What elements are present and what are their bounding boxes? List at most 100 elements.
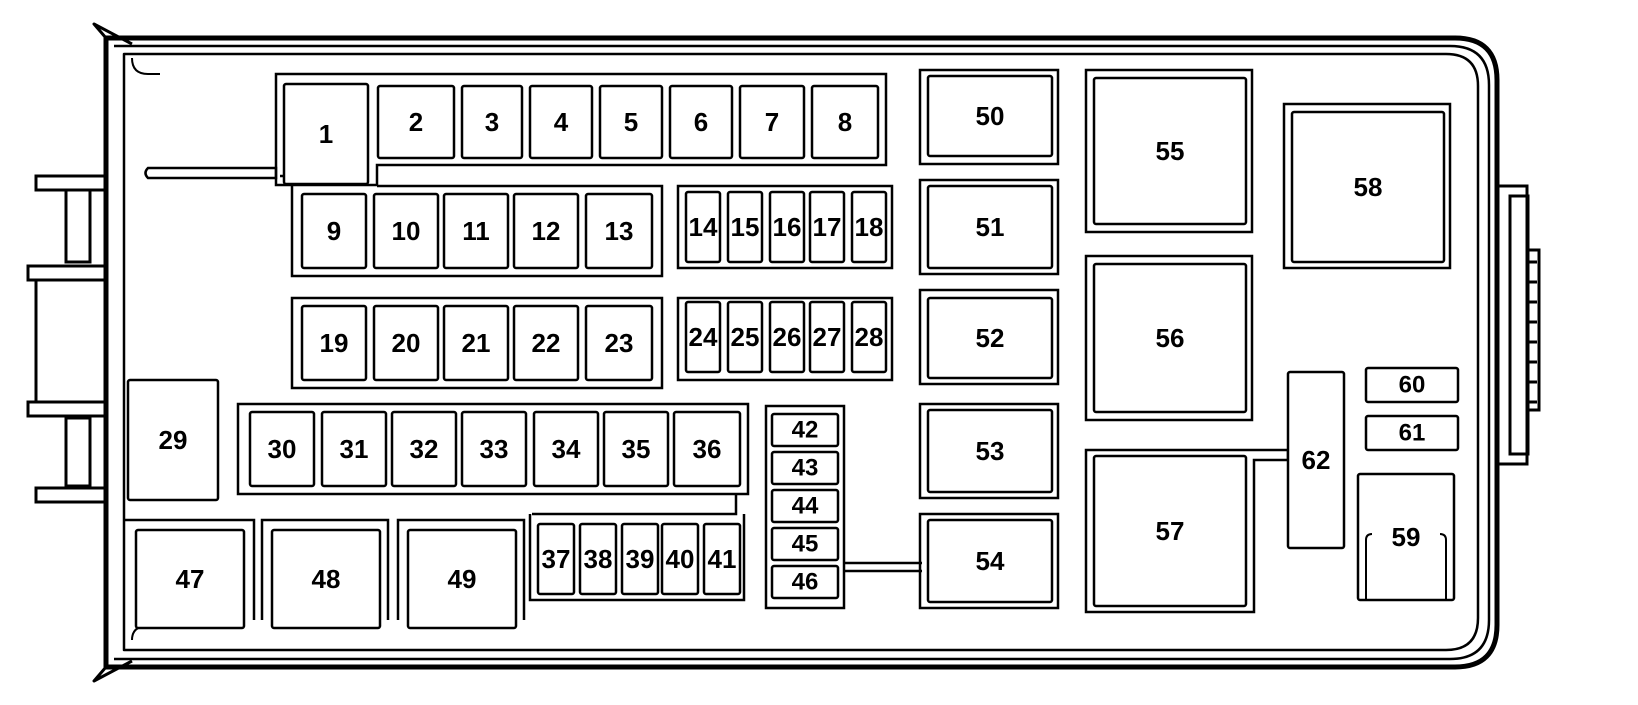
fuse-45-box [770,526,840,562]
fuse-62-label: 62 [1302,445,1331,475]
fuse-28-label: 28 [855,322,884,352]
left-mounting-brackets [26,174,108,504]
fuse-12: 12 [512,192,580,270]
fuse-39-label: 39 [626,544,655,574]
fuse-48-box [270,528,382,630]
fuse-57: 57 [1092,454,1248,608]
fuse-17-box [808,190,846,264]
fuse-56-box [1092,262,1248,414]
fuse-46: 46 [770,564,840,600]
fuse-39: 39 [620,522,660,596]
fuse-12-label: 12 [532,216,561,246]
fuse-4-label: 4 [554,107,569,137]
fuse-47: 47 [134,528,246,630]
fuse-38: 38 [578,522,618,596]
fuse-19: 19 [300,304,368,382]
fuse-33-label: 33 [480,434,509,464]
fuse-13-label: 13 [605,216,634,246]
fuse-35-box [602,410,670,488]
fuse-49-label: 49 [448,564,477,594]
fuse-27: 27 [808,300,846,374]
housing [92,22,1500,683]
fuse-33-box [460,410,528,488]
fuse-59: 59 [1356,472,1456,602]
fuse-56: 56 [1092,262,1248,414]
fuse-3: 3 [460,84,524,160]
fuse-15-box [726,190,764,264]
fuse-57-box [1092,454,1248,608]
fuse-21-box [442,304,510,382]
fuse-60-box [1364,366,1460,404]
fuse-55-label: 55 [1156,136,1185,166]
fuse-10-box [372,192,440,270]
fuse-6: 6 [668,84,734,160]
fuse-46-label: 46 [792,569,819,596]
fuse-18: 18 [850,190,888,264]
fuse-45-label: 45 [792,531,819,558]
right-connector [1495,184,1541,466]
fuse-58: 58 [1290,110,1446,264]
fuse-21: 21 [442,304,510,382]
fuse-62: 62 [1286,370,1346,550]
fuse-34-box [532,410,600,488]
fuse-5-box [598,84,664,160]
fuse-25: 25 [726,300,764,374]
fuse-32: 32 [390,410,458,488]
fuse-22-box [512,304,580,382]
fuse-8: 8 [810,84,880,160]
fuse-5: 5 [598,84,664,160]
fuse-16: 16 [768,190,806,264]
fuse-11-box [442,192,510,270]
fuse-32-label: 32 [410,434,439,464]
fuse-55-box [1092,76,1248,226]
fuse-34-label: 34 [552,434,581,464]
fuse-39-box [620,522,660,596]
fuse-27-label: 27 [813,322,842,352]
fuse-62-box [1286,370,1346,550]
fuse-51: 51 [926,184,1054,270]
fuse-37-box [536,522,576,596]
fuse-36-label: 36 [693,434,722,464]
fuse-41-box [702,522,742,596]
fuse-16-label: 16 [773,212,802,242]
fuse-13-box [584,192,654,270]
fuse-52: 52 [926,296,1054,380]
fuse-30-label: 30 [268,434,297,464]
fuse-14-box [684,190,722,264]
fuse-25-label: 25 [731,322,760,352]
fuse-20-label: 20 [392,328,421,358]
fuse-14-label: 14 [689,212,718,242]
fuse-52-label: 52 [976,323,1005,353]
fuse-61-box [1364,414,1460,452]
fuse-18-label: 18 [855,212,884,242]
fuse-44-box [770,488,840,524]
fuse-12-box [512,192,580,270]
fuse-20: 20 [372,304,440,382]
fuse-50-label: 50 [976,101,1005,131]
fuse-58-box [1290,110,1446,264]
fuse-40-box [660,522,700,596]
fuse-15-label: 15 [731,212,760,242]
fuse-54-box [926,518,1054,604]
fuse-51-label: 51 [976,212,1005,242]
fuse-17: 17 [808,190,846,264]
fuse-21-label: 21 [462,328,491,358]
fuse-8-box [810,84,880,160]
fuse-26: 26 [768,300,806,374]
fuse-32-box [390,410,458,488]
fuse-25-box [726,300,764,374]
fuse-2: 2 [376,84,456,160]
fuse-1-label: 1 [319,119,333,149]
fuse-26-box [768,300,806,374]
fuse-47-box [134,528,246,630]
fuse-59-box [1356,472,1456,602]
fuse-13: 13 [584,192,654,270]
fuse-43-box [770,450,840,486]
fuse-43: 43 [770,450,840,486]
fuse-33: 33 [460,410,528,488]
fuse-53-label: 53 [976,436,1005,466]
fuse-56-label: 56 [1156,323,1185,353]
fuse-53-box [926,408,1054,494]
